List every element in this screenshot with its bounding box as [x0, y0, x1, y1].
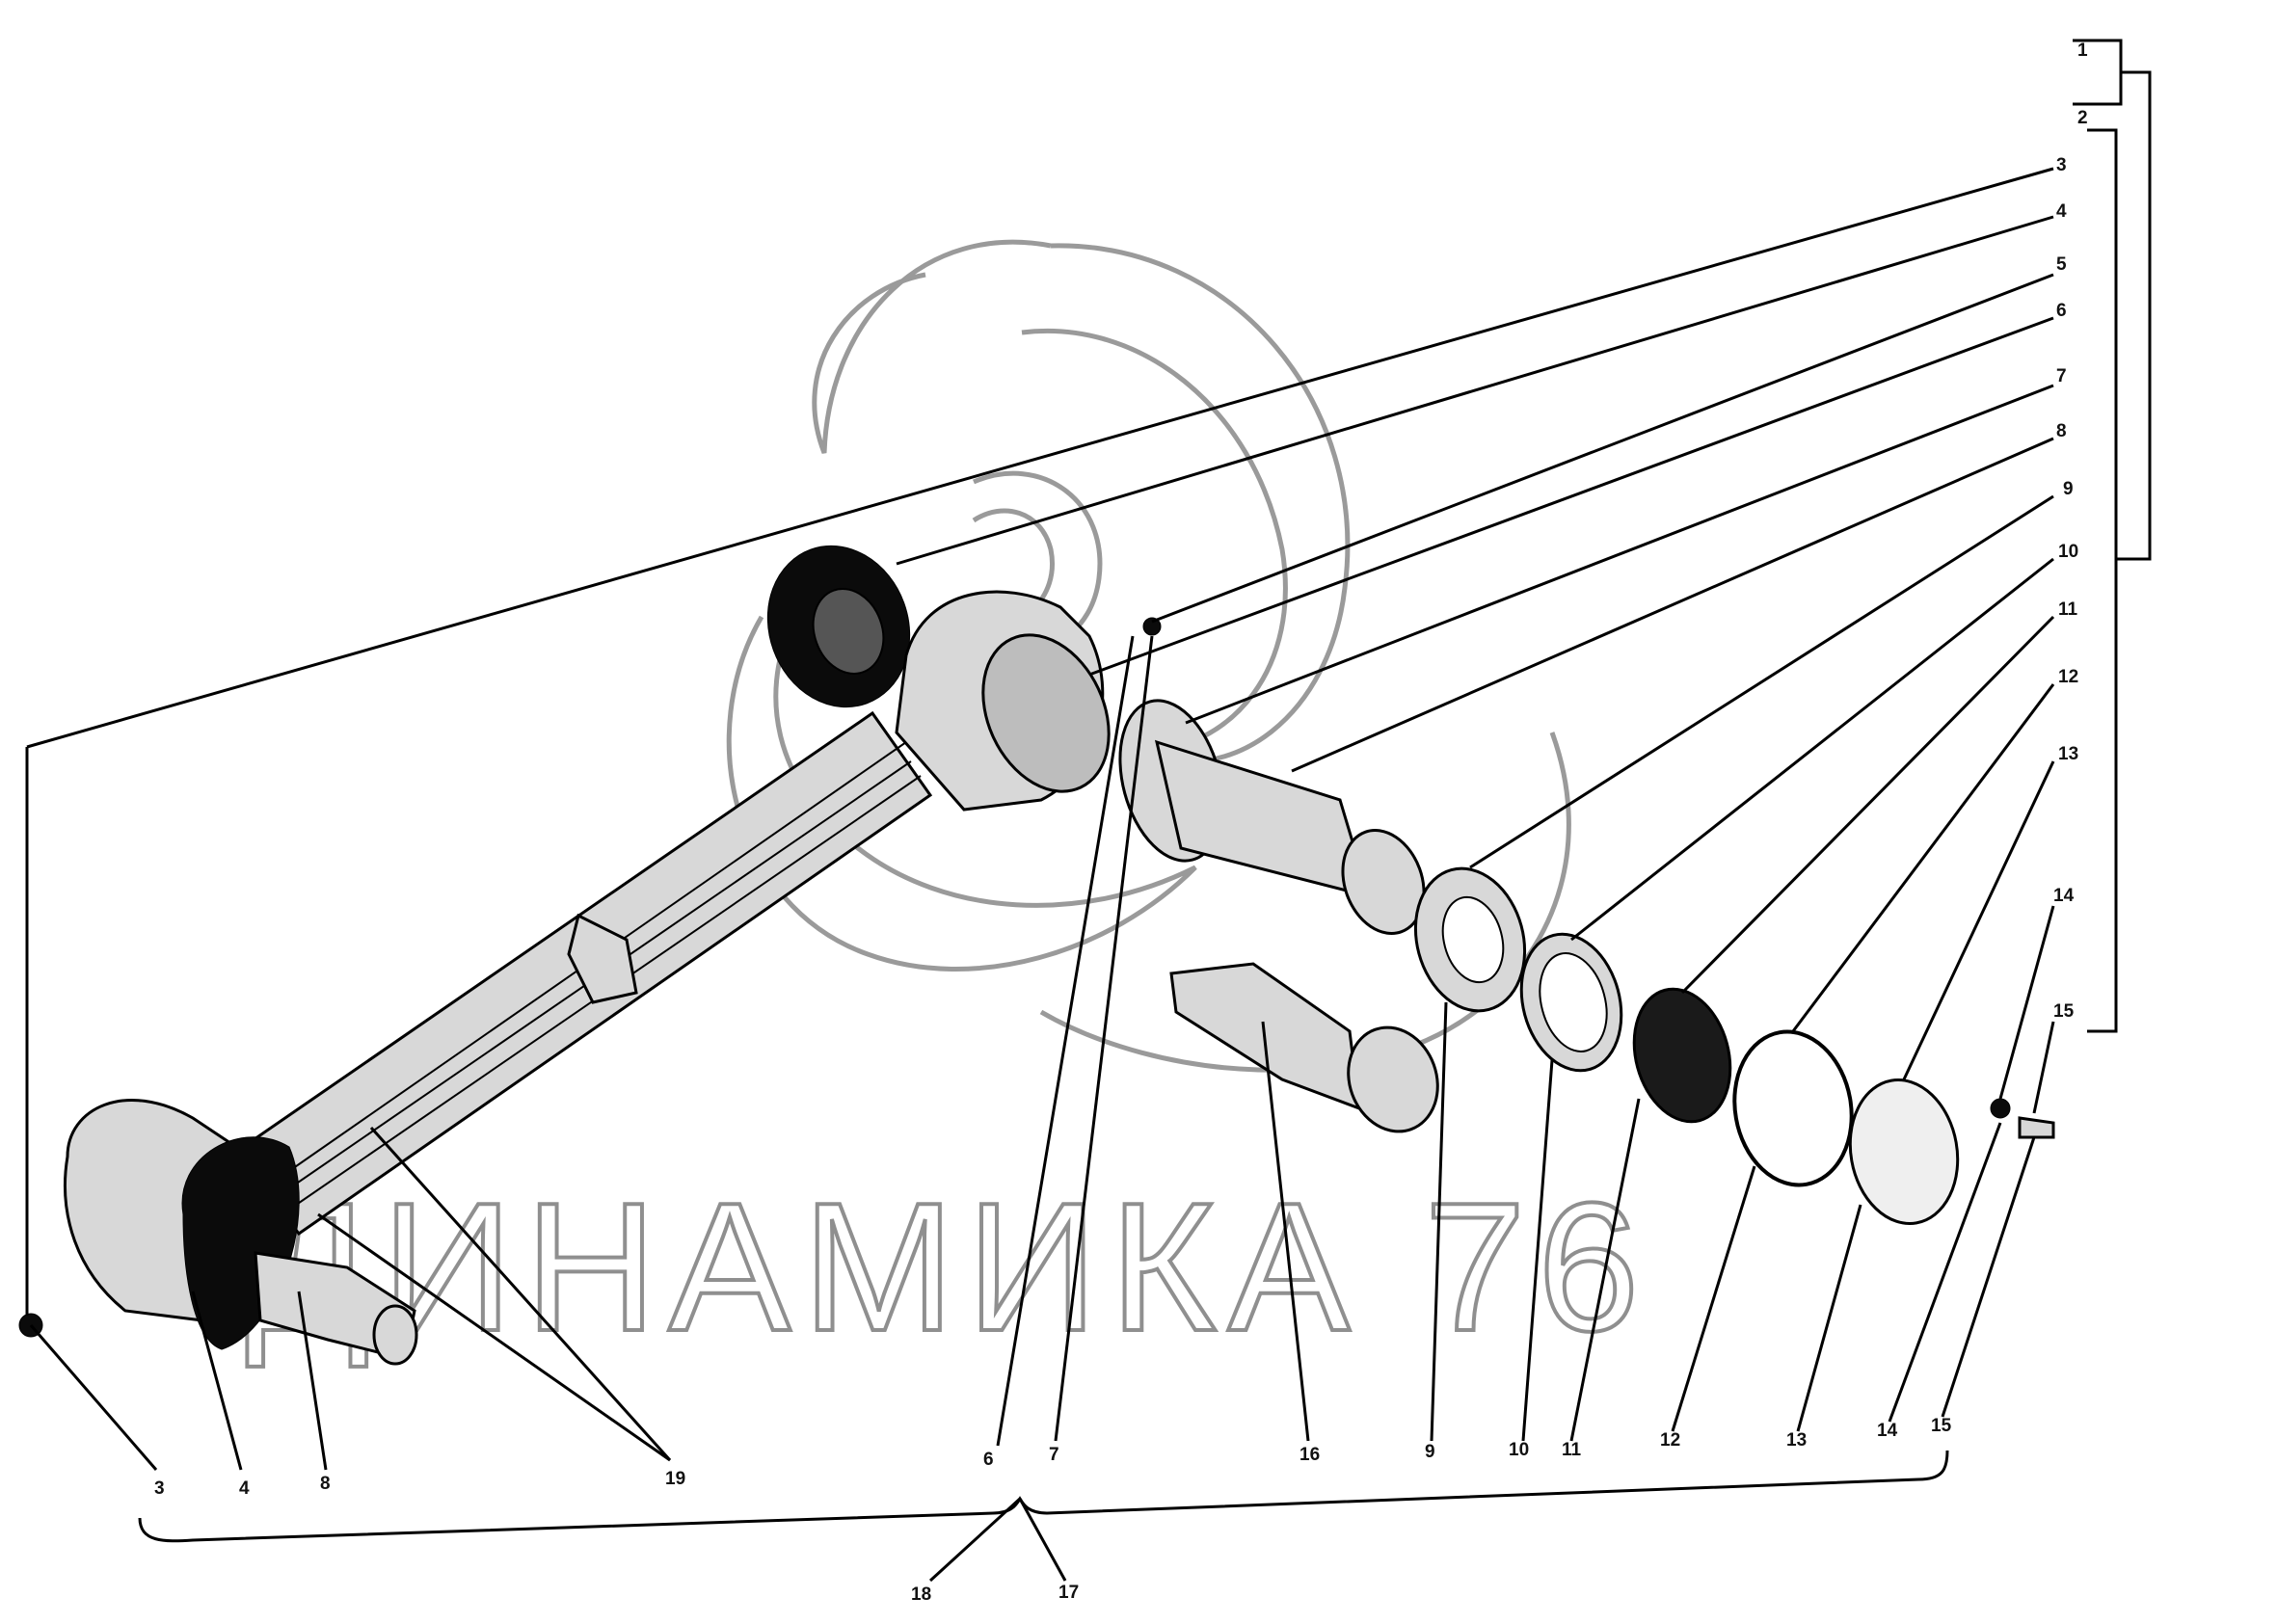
leader-8 — [1291, 437, 2054, 773]
callout-8: 8 — [2056, 421, 2067, 441]
parts — [18, 545, 2055, 1366]
callouts-bottom: 3 4 8 19 6 7 16 9 10 11 12 13 14 15 — [154, 1416, 1952, 1499]
callout-13: 13 — [2058, 744, 2078, 764]
leader-bottom-19a — [317, 1212, 671, 1462]
leader-10 — [1570, 557, 2054, 942]
callout-18: 18 — [911, 1584, 931, 1605]
leader-11 — [1680, 615, 2055, 995]
callout-bottom-6: 6 — [983, 1450, 994, 1470]
leader-15 — [2032, 1021, 2055, 1114]
callout-4: 4 — [2056, 201, 2067, 222]
callout-17: 17 — [1058, 1583, 1079, 1603]
callout-bottom-19: 19 — [665, 1469, 685, 1489]
callout-bottom-14: 14 — [1877, 1421, 1898, 1441]
leader-17 — [1018, 1498, 1067, 1582]
callouts-assembly: 18 17 — [911, 1583, 1079, 1605]
right-housing-bore — [981, 633, 1111, 793]
callout-10: 10 — [2058, 542, 2078, 562]
leader-18 — [928, 1497, 1022, 1583]
leader-bottom-13 — [1796, 1204, 1862, 1432]
roller-bearing-11 — [1632, 987, 1732, 1124]
leader-bottom-8 — [297, 1291, 328, 1471]
callout-5: 5 — [2056, 254, 2067, 275]
callout-11: 11 — [2058, 599, 2078, 620]
leader-lines — [25, 167, 2055, 1583]
callout-bottom-4: 4 — [239, 1478, 250, 1499]
leader-bottom-15 — [1941, 1136, 2036, 1418]
leader-bottom-3 — [29, 1324, 158, 1471]
leader-bottom-6 — [996, 635, 1135, 1447]
callout-bottom-8: 8 — [320, 1474, 331, 1494]
leader-4 — [896, 215, 2054, 566]
callout-bottom-13: 13 — [1786, 1430, 1807, 1451]
gasket-12 — [1732, 1029, 1854, 1187]
callout-14: 14 — [2053, 886, 2075, 906]
leader-bottom-12 — [1671, 1165, 1756, 1432]
watermark: ДИНАМИКА 76 — [244, 239, 1651, 1371]
watermark-text: ДИНАМИКА 76 — [246, 1165, 1651, 1370]
bracket-outer — [2116, 70, 2152, 561]
cover-13 — [1848, 1078, 1960, 1225]
leader-5 — [1151, 273, 2054, 624]
callout-bottom-12: 12 — [1660, 1430, 1680, 1451]
callout-bottom-3: 3 — [154, 1478, 165, 1499]
stub-axle-ball — [1341, 829, 1426, 935]
leader-bottom-4 — [191, 1291, 243, 1471]
callout-bottom-7: 7 — [1049, 1445, 1059, 1465]
callout-7: 7 — [2056, 366, 2067, 386]
callout-bottom-10: 10 — [1509, 1440, 1529, 1460]
leader-13 — [1902, 760, 2055, 1080]
callout-bottom-9: 9 — [1425, 1442, 1435, 1462]
bearing-ring-10-bore — [1539, 952, 1608, 1052]
leader-bottom-11 — [1569, 1098, 1641, 1442]
leader-7 — [1185, 384, 2054, 725]
leader-bottom-10 — [1521, 1059, 1554, 1442]
leader-bottom-19b — [369, 1126, 672, 1462]
callout-bottom-16: 16 — [1299, 1445, 1320, 1465]
callout-bottom-11: 11 — [1562, 1440, 1582, 1460]
callout-6: 6 — [2056, 301, 2067, 321]
left-stub-thread — [372, 1304, 418, 1366]
grease-nipple-right — [1142, 617, 1162, 636]
callout-15: 15 — [2053, 1001, 2075, 1022]
leader-3 — [26, 167, 2054, 749]
leader-bottom-9 — [1430, 1001, 1448, 1442]
leader-14 — [1998, 905, 2055, 1100]
bearing-ring-9-bore — [1441, 895, 1505, 984]
axle-joint — [567, 913, 638, 1004]
inner-axle-ball — [1347, 1025, 1439, 1133]
bolt-15 — [2018, 1116, 2055, 1139]
leader-bottom-7 — [1054, 635, 1154, 1442]
callout-bottom-15: 15 — [1931, 1416, 1952, 1436]
leader-6 — [1088, 316, 2054, 677]
bracket-group — [2073, 39, 2152, 1033]
leader-bottom-16 — [1261, 1021, 1310, 1442]
callout-9: 9 — [2063, 479, 2074, 499]
callouts-right: 1 2 3 4 5 6 7 8 9 10 11 12 13 14 15 — [2053, 40, 2088, 1022]
leader-12 — [1791, 683, 2055, 1032]
callout-3: 3 — [2056, 155, 2067, 175]
washer-14 — [1990, 1098, 2011, 1119]
leader-9 — [1469, 494, 2054, 869]
bracket-2 — [2087, 128, 2118, 1033]
callout-1: 1 — [2077, 40, 2088, 61]
assembly-brace — [138, 1450, 1949, 1543]
callout-12: 12 — [2058, 667, 2078, 687]
leader-bottom-14 — [1888, 1122, 2002, 1423]
oil-seal-bore — [812, 588, 885, 675]
callout-2: 2 — [2077, 108, 2088, 128]
